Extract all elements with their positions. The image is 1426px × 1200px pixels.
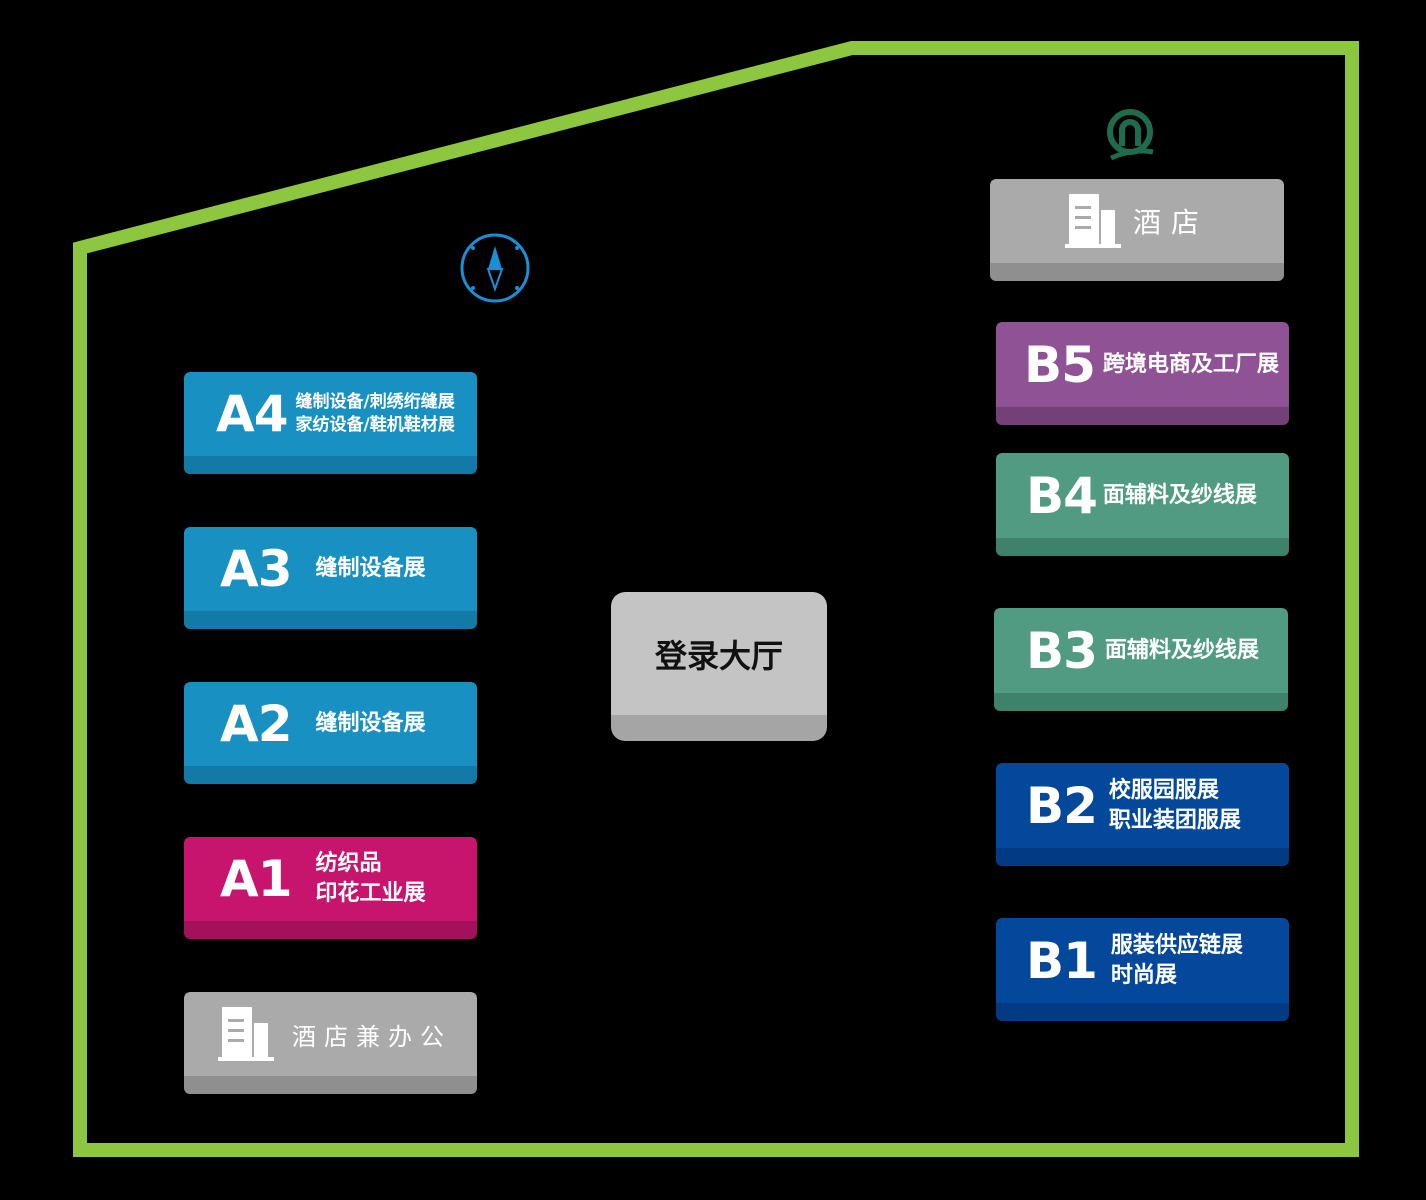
building-icon <box>1064 194 1121 248</box>
hall-desc-line: 缝制设备展 <box>315 711 426 736</box>
hall-desc-line: 时尚展 <box>1110 962 1177 988</box>
hall-code: B3 <box>1026 621 1098 680</box>
building-icon <box>218 1007 274 1061</box>
hall-b2[interactable]: B2 校服园服展职业装团服展 <box>996 763 1289 866</box>
hall-code: B1 <box>1026 931 1098 990</box>
hall-desc-line: 职业装团服展 <box>1108 807 1241 833</box>
lobby-label: 登录大厅 <box>654 636 783 675</box>
hall-desc-line: 纺织品 <box>315 851 382 876</box>
hall-desc-line: 面辅料及纱线展 <box>1102 482 1257 508</box>
hall-code: A4 <box>216 385 288 443</box>
hall-code: A3 <box>220 540 292 598</box>
hall-desc-line: 家纺设备/鞋机鞋材展 <box>295 415 455 435</box>
hall-desc-line: 校服园服展 <box>1108 777 1219 803</box>
hall-a1[interactable]: A1 纺织品印花工业展 <box>184 837 477 939</box>
hall-code: B2 <box>1026 776 1098 835</box>
hotel-office-block[interactable]: 酒店兼办公 <box>184 992 477 1094</box>
hall-a2[interactable]: A2 缝制设备展 <box>184 682 477 784</box>
hall-desc-line: 跨境电商及工厂展 <box>1102 351 1279 377</box>
hall-b1[interactable]: B1 服装供应链展时尚展 <box>996 918 1289 1021</box>
hall-code: A1 <box>220 850 292 908</box>
hall-code: B5 <box>1024 335 1096 394</box>
hall-b5[interactable]: B5 跨境电商及工厂展 <box>996 322 1289 425</box>
brand-logo-icon <box>1107 109 1154 161</box>
compass-icon <box>460 233 530 303</box>
hall-a4[interactable]: A4 缝制设备/刺绣绗缝展家纺设备/鞋机鞋材展 <box>184 372 477 474</box>
lobby-block[interactable]: 登录大厅 <box>611 592 827 741</box>
hall-desc-line: 印花工业展 <box>315 881 426 906</box>
hall-code: B4 <box>1026 466 1098 525</box>
hall-desc-line: 缝制设备展 <box>315 556 426 581</box>
hall-b4[interactable]: B4 面辅料及纱线展 <box>996 453 1289 556</box>
hall-desc-line: 服装供应链展 <box>1110 932 1243 958</box>
hotel-label: 酒店 <box>1132 206 1209 239</box>
hall-desc-line: 面辅料及纱线展 <box>1104 637 1259 663</box>
hall-desc-line: 缝制设备/刺绣绗缝展 <box>295 392 455 412</box>
hotel-block[interactable]: 酒店 <box>990 179 1284 281</box>
hall-code: A2 <box>220 695 292 753</box>
hall-b3[interactable]: B3 面辅料及纱线展 <box>994 608 1288 711</box>
hall-a3[interactable]: A3 缝制设备展 <box>184 527 477 629</box>
hotel-office-label: 酒店兼办公 <box>292 1022 452 1051</box>
